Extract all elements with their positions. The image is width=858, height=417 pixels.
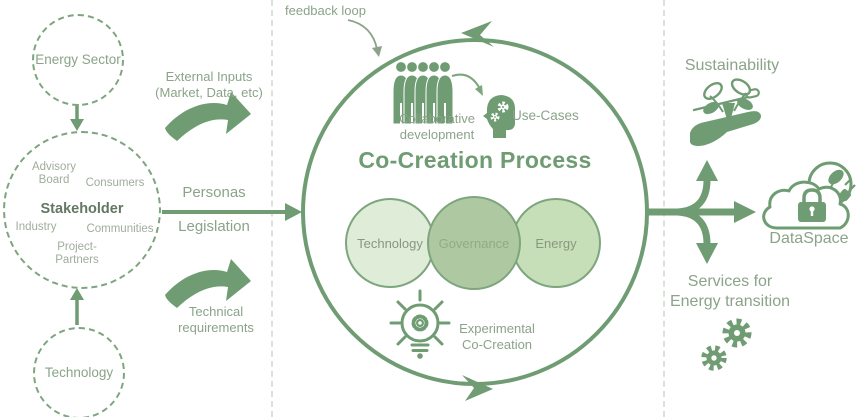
stakeholder-member-consumers: Consumers <box>85 177 145 189</box>
services-label: Services for Energy transition <box>669 273 791 310</box>
dataspace-label: DataSpace <box>769 230 849 247</box>
use-cases-label: Use-Cases <box>512 108 579 123</box>
process-circle-arrowhead-bottom <box>462 375 493 401</box>
collaborative-development-label: Collaborative development <box>399 111 475 143</box>
collaboration-arrow <box>451 73 483 96</box>
process-title: Co-Creation Process <box>358 147 592 173</box>
personas-label: Personas <box>182 184 246 201</box>
head-gears-icon <box>483 95 515 138</box>
separator-left <box>271 0 273 417</box>
energy-sector-label: Energy Sector <box>35 51 121 67</box>
technical-requirements-arrow <box>165 259 251 308</box>
pillar-technology-label: Technology <box>357 235 423 251</box>
stakeholder-circle: Advisory Board Consumers Stakeholder Ind… <box>3 131 161 289</box>
lightbulb-gear-icon <box>389 289 451 359</box>
pillar-energy-label: Energy <box>535 235 577 251</box>
stakeholder-title: Stakeholder <box>40 201 124 217</box>
pillar-governance: Governance <box>427 196 521 290</box>
sustainability-label: Sustainability <box>684 57 780 74</box>
external-inputs-arrow <box>165 92 251 141</box>
people-group-icon <box>392 61 454 125</box>
feedback-loop-label: feedback loop <box>285 3 366 18</box>
gears-icon <box>701 318 752 371</box>
external-inputs-label: External Inputs (Market, Data, etc) <box>155 69 263 101</box>
plug-icon <box>838 179 856 202</box>
pillar-technology: Technology <box>345 198 435 288</box>
technology-label: Technology <box>44 364 114 380</box>
feedback-loop-arrow <box>347 19 382 57</box>
hand-plant-icon <box>690 78 761 146</box>
stakeholder-member-project-partners: Project-Partners <box>55 241 99 267</box>
stakeholder-member-industry: Industry <box>15 221 57 233</box>
branch-arrow <box>648 160 756 264</box>
stakeholder-member-communities: Communities <box>86 223 154 235</box>
personas-arrow <box>162 203 302 221</box>
cloud-lock-icon <box>762 161 856 230</box>
energy-sector-circle: Energy Sector <box>32 14 124 106</box>
technical-requirements-label: Technical requirements <box>178 304 254 336</box>
stakeholder-member-advisory-board: Advisory Board <box>31 161 77 187</box>
up-arrow <box>70 288 84 325</box>
down-arrow <box>70 104 84 131</box>
process-circle-arrowhead-top <box>461 21 494 47</box>
technology-circle: Technology <box>33 327 125 417</box>
pillar-governance-label: Governance <box>438 235 510 251</box>
experimental-cocreation-label: Experimental Co-Creation <box>459 321 535 353</box>
legislation-label: Legislation <box>178 218 250 235</box>
pillar-energy: Energy <box>511 198 601 288</box>
